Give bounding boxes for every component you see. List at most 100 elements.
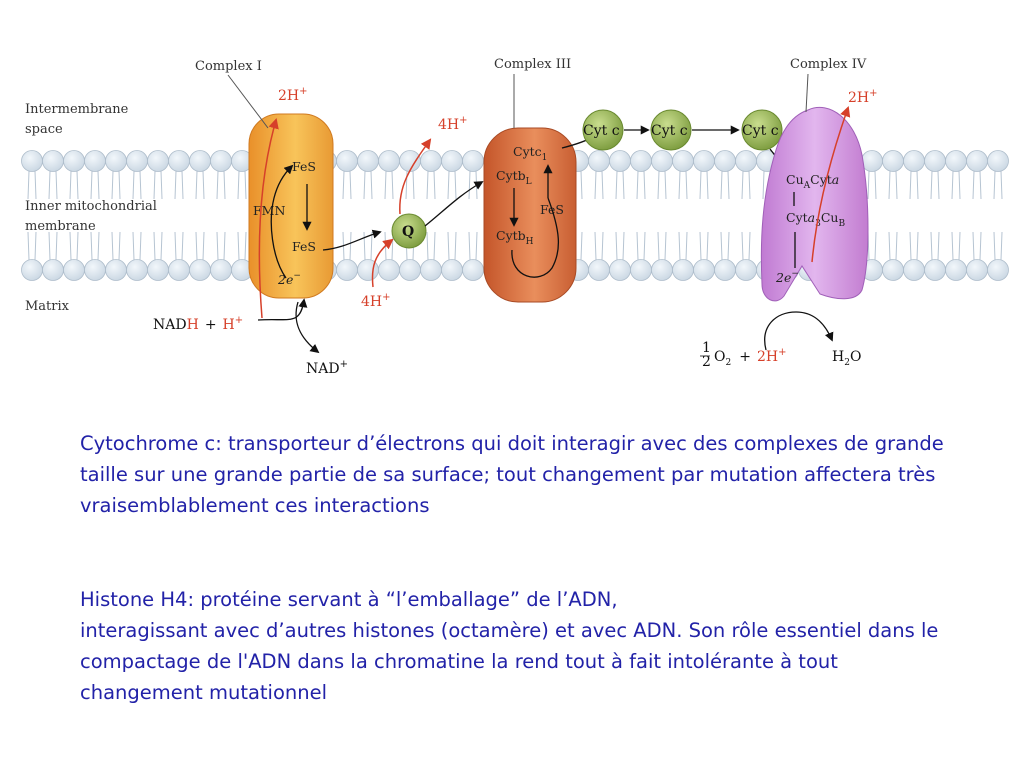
inner-leaflet-head [420,259,442,281]
caption-histone-h4: Histone H4: protéine servant à “l’emball… [80,584,960,708]
complex1-electron-path [270,164,294,279]
outer-leaflet-tail [447,170,457,200]
inner-leaflet-head [462,259,484,281]
inner-leaflet-head [987,259,1009,281]
complex1-proton-label: 2H+ [278,86,308,104]
complex1-label: Complex I [195,59,262,74]
caption-histone-line-2: interagissant avec d’autres histones (oc… [80,619,939,704]
inner-leaflet-tail [132,231,142,261]
complex1-to-nad-arrow [295,301,320,354]
inner-leaflet-tail [195,231,205,261]
outer-leaflet-head [987,150,1009,172]
complex1-2e: 2e− [277,271,301,287]
inner-leaflet-head [609,259,631,281]
outer-leaflet-head [420,150,442,172]
inner-leaflet-tail [993,231,1003,261]
inner-leaflet-head [588,259,610,281]
cytochrome-c-1 [582,109,624,151]
inner-leaflet-tail [678,231,688,261]
outer-leaflet-tail [363,170,373,200]
inner-leaflet-tail [636,231,646,261]
outer-leaflet-head [336,150,358,172]
outer-leaflet-head [126,150,148,172]
outer-leaflet-tail [216,170,226,200]
outer-leaflet-head [609,150,631,172]
outer-leaflet-tail [888,170,898,200]
outer-leaflet-head [399,150,421,172]
inner-leaflet-head [42,259,64,281]
outer-leaflet-head [168,150,190,172]
inner-leaflet-tail [720,231,730,261]
label-intermembrane: Intermembrane [25,102,129,117]
complex1-leader-line [227,74,269,129]
cytochrome-c-3 [741,109,783,151]
inner-leaflet-tail [90,231,100,261]
outer-leaflet-tail [27,170,37,200]
inner-leaflet-head [168,259,190,281]
cytochrome-c-3-label: Cyt c [742,123,779,139]
q-to-complex3-arrow [424,181,484,227]
complex3-proton-in-arrow [371,238,394,288]
inner-leaflet-head [945,259,967,281]
label-membrane: membrane [25,219,96,234]
nad-plus-label: NAD+ [306,359,348,377]
outer-leaflet-head [105,150,127,172]
outer-leaflet-tail [237,170,247,200]
outer-leaflet-tail [342,170,352,200]
outer-leaflet-tail [468,170,478,200]
outer-leaflet-tail [951,170,961,200]
outer-leaflet-tail [741,170,751,200]
outer-leaflet-head [42,150,64,172]
inner-leaflet-head [147,259,169,281]
outer-leaflet-head [63,150,85,172]
inner-leaflet-head [651,259,673,281]
complex1-fes-bottom: FeS [292,239,316,254]
nadh-label: NADH+H+ [153,315,243,333]
inner-leaflet-head [399,259,421,281]
inner-leaflet-head [63,259,85,281]
inner-leaflet-head [672,259,694,281]
complex1-to-q-arrow [322,229,382,251]
outer-leaflet-head [945,150,967,172]
inner-leaflet-head [378,259,400,281]
outer-leaflet-head [21,150,43,172]
outer-leaflet-tail [993,170,1003,200]
inner-leaflet-tail [972,231,982,261]
inner-leaflet-head [441,259,463,281]
outer-leaflet-head [882,150,904,172]
complex3-q-cycle-path [511,197,560,278]
outer-leaflet-tail [90,170,100,200]
oxygen-formula: 1 2 O2+2H+ [700,340,786,370]
outer-leaflet-head [714,150,736,172]
complex3-proton-out-label: 4H+ [438,115,468,133]
outer-leaflet-head [966,150,988,172]
outer-leaflet-head [903,150,925,172]
outer-leaflet-head [378,150,400,172]
inner-leaflet-tail [27,231,37,261]
ubiquinone-q [391,213,427,249]
inner-leaflet-tail [594,231,604,261]
outer-leaflet-head [693,150,715,172]
complex3-proton-out-arrow [399,138,432,215]
inner-leaflet-tail [69,231,79,261]
inner-leaflet-tail [930,231,940,261]
outer-leaflet-head [588,150,610,172]
oxygen-to-water-arrow [764,311,834,351]
inner-leaflet-tail [237,231,247,261]
outer-leaflet-head [735,150,757,172]
inner-leaflet-head [126,259,148,281]
inner-leaflet-tail [447,231,457,261]
complex4-2e: 2e− [775,269,799,285]
complex4-proton-label: 2H+ [848,88,878,106]
ubiquinone-q-label: Q [402,224,414,240]
complex3-cytc1: Cytc1 [513,144,547,163]
inner-leaflet-head [882,259,904,281]
complex-1 [248,113,334,299]
inner-leaflet-head [714,259,736,281]
inner-leaflet-head [735,259,757,281]
label-matrix: Matrix [25,299,70,314]
complex1-fes-top: FeS [292,159,316,174]
inner-leaflet-head [189,259,211,281]
outer-leaflet-head [672,150,694,172]
inner-leaflet-head [903,259,925,281]
